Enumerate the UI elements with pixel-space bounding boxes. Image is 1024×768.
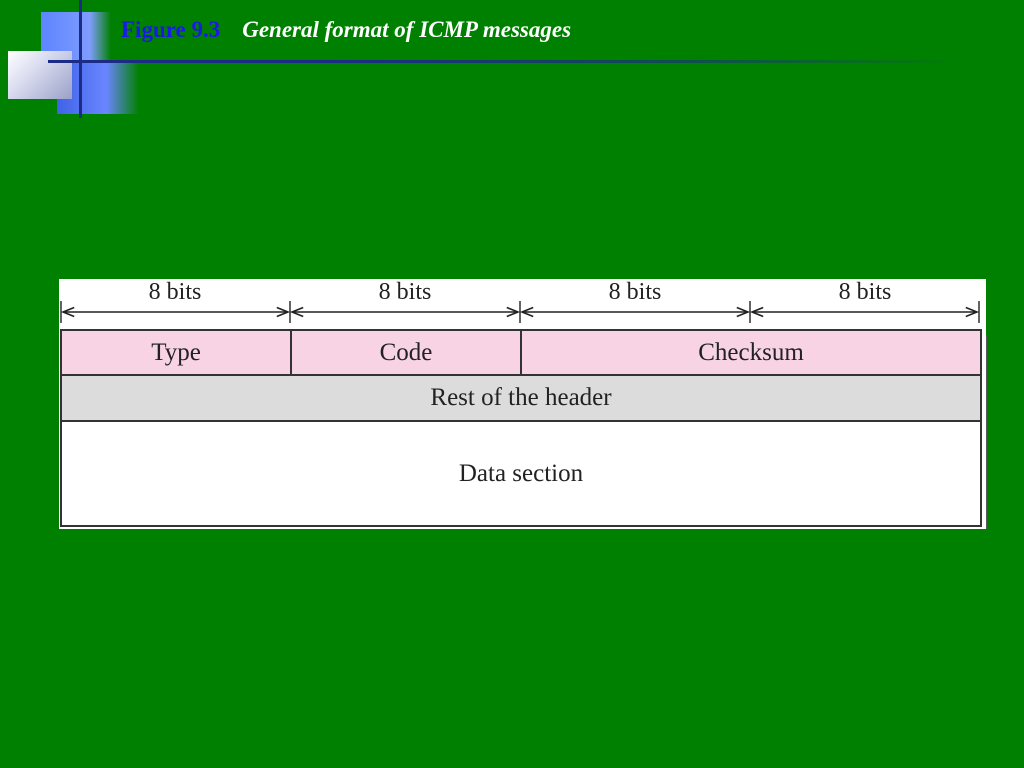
slide-title: Figure 9.3 General format of ICMP message…: [121, 17, 571, 43]
bit-width-label: 8 bits: [838, 279, 892, 305]
figure-label: Figure 9.3: [121, 17, 221, 42]
bit-width-row: 8 bits 8 bits 8 bits 8 bits: [59, 279, 986, 329]
bit-width-label: 8 bits: [608, 279, 662, 305]
rest-of-header-field: Rest of the header: [62, 376, 980, 422]
decorative-square: [8, 51, 72, 99]
figure-caption: General format of ICMP messages: [242, 17, 572, 42]
checksum-field-label: Checksum: [698, 338, 804, 366]
rest-of-header-label: Rest of the header: [430, 384, 612, 411]
code-field: Code: [292, 331, 522, 376]
bit-width-label: 8 bits: [148, 279, 202, 305]
type-field-label: Type: [151, 338, 201, 366]
data-section-label: Data section: [458, 459, 584, 487]
data-section-field: Data section: [62, 422, 980, 525]
bit-width-label: 8 bits: [378, 279, 432, 305]
checksum-field: Checksum: [522, 331, 980, 376]
bit-width-arrows: [60, 301, 980, 323]
decorative-horizontal-line: [48, 60, 960, 63]
type-field: Type: [62, 331, 292, 376]
icmp-message-format: Type Code Checksum Rest of the header Da…: [60, 329, 982, 527]
code-field-label: Code: [379, 338, 433, 366]
decorative-vertical-line: [79, 0, 82, 118]
